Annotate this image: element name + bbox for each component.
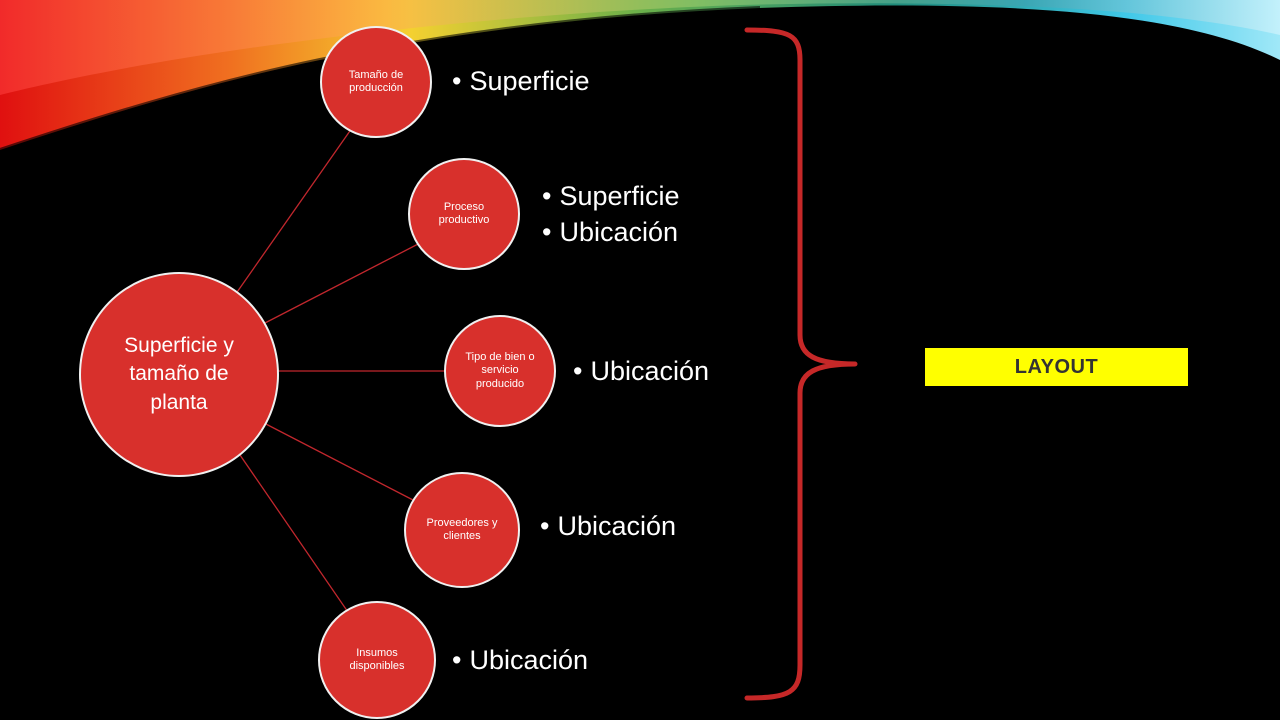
bullet-item: Ubicación	[573, 353, 709, 389]
connector-5	[239, 454, 351, 616]
hub-label: Superficie y tamaño de planta	[124, 333, 234, 414]
node-circle-insumos: Insumos disponibles	[318, 601, 436, 719]
layout-result-box: LAYOUT	[925, 348, 1188, 386]
bullet-item: Ubicación	[540, 508, 676, 544]
node-bullets: Superficie Ubicación	[542, 178, 680, 250]
connector-4	[261, 421, 414, 501]
curly-brace	[744, 27, 858, 701]
connectors	[234, 127, 445, 616]
node-label: Insumos disponibles	[349, 646, 405, 672]
node-bullets: Ubicación	[452, 642, 588, 678]
node-bullets: Ubicación	[573, 353, 709, 389]
node-label: Tamaño de producción	[348, 68, 404, 94]
connector-1	[234, 127, 353, 296]
node-circle-proveedores: Proveedores y clientes	[404, 472, 520, 588]
node-label: Tipo de bien o servicio producido	[465, 351, 535, 390]
node-label: Proveedores y clientes	[426, 516, 498, 542]
swoosh-highlight	[0, 0, 1280, 95]
node-circle-tipo-bien: Tipo de bien o servicio producido	[444, 315, 556, 427]
node-bullets: Ubicación	[540, 508, 676, 544]
bullet-item: Superficie	[542, 178, 679, 214]
connector-2	[264, 241, 423, 324]
hub-circle: Superficie y tamaño de planta	[79, 272, 279, 477]
node-bullets: Superficie	[452, 63, 589, 99]
bullet-item: Ubicación	[452, 642, 588, 678]
bullet-item: Ubicación	[542, 214, 680, 250]
bullet-item: Superficie	[452, 63, 589, 99]
node-circle-proceso-productivo: Proceso productivo	[408, 158, 520, 270]
layout-result-label: LAYOUT	[1014, 355, 1099, 378]
node-circle-tamano-produccion: Tamaño de producción	[320, 26, 432, 138]
node-label: Proceso productivo	[438, 200, 490, 226]
